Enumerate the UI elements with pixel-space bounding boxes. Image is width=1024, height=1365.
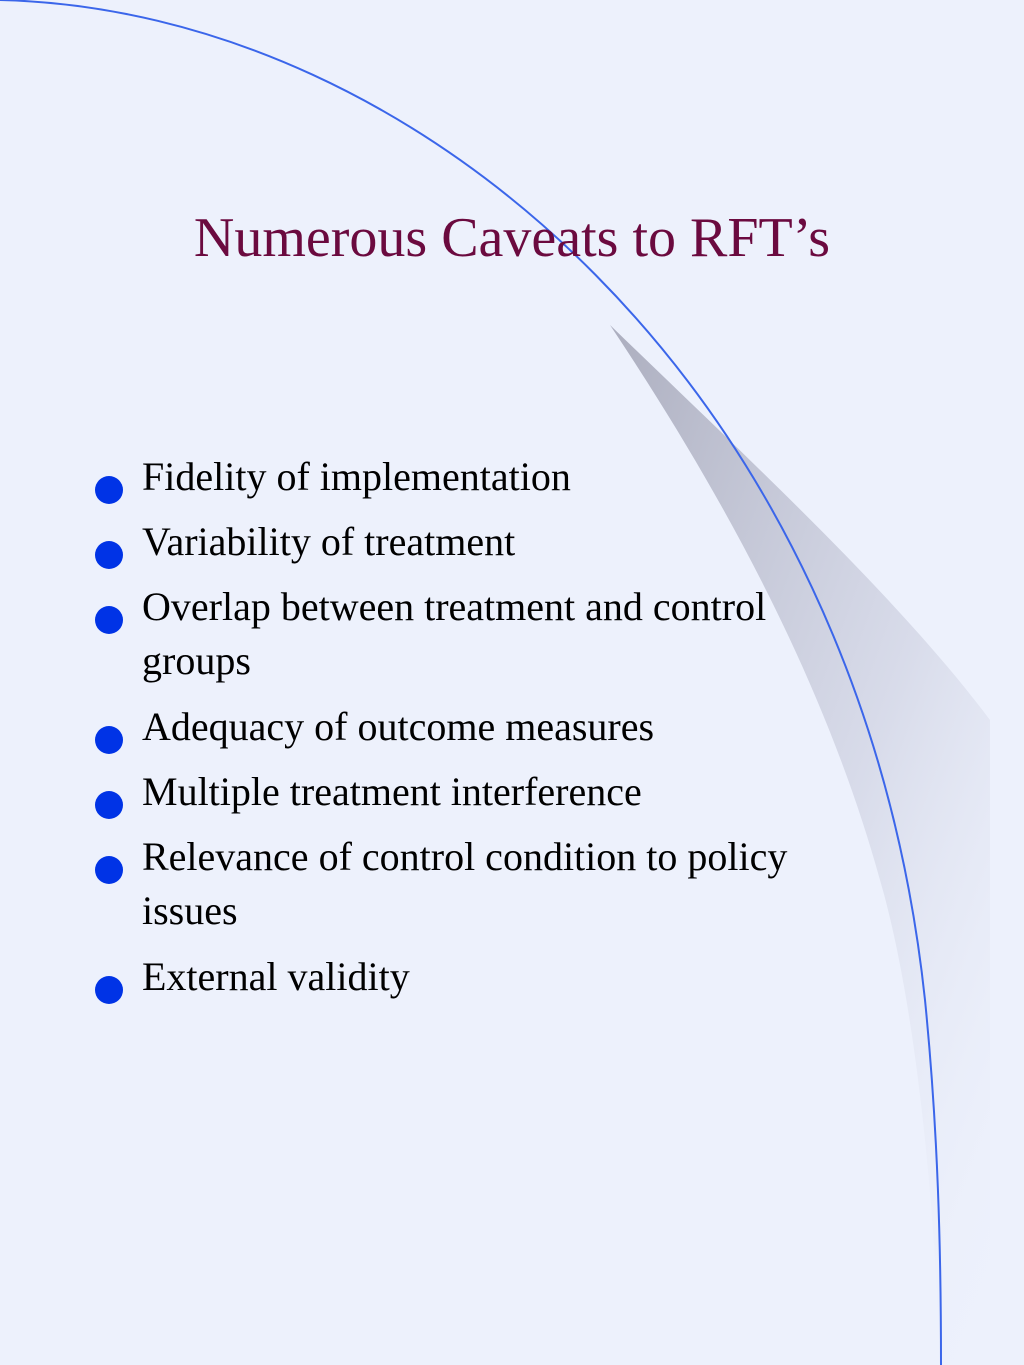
bullet-dot-icon — [95, 726, 123, 754]
bullet-dot-icon — [95, 976, 123, 1004]
bullet-dot-icon — [95, 791, 123, 819]
bullet-dot-icon — [95, 541, 123, 569]
bullet-text: Fidelity of implementation — [142, 454, 571, 499]
bullet-text: External validity — [142, 954, 410, 999]
bullet-dot-icon — [95, 476, 123, 504]
bullet-text: Multiple treatment interference — [142, 769, 642, 814]
bullet-dot-icon — [95, 606, 123, 634]
bullet-text: Adequacy of outcome measures — [142, 704, 655, 749]
slide-title: Numerous Caveats to RFT’s — [193, 207, 831, 269]
bullet-text: Overlap between treatment and control gr… — [142, 584, 767, 683]
bullet-dot-icon — [95, 856, 123, 884]
bullet-text: Variability of treatment — [142, 519, 516, 564]
bullet-text: Relevance of control condition to policy… — [142, 834, 788, 933]
